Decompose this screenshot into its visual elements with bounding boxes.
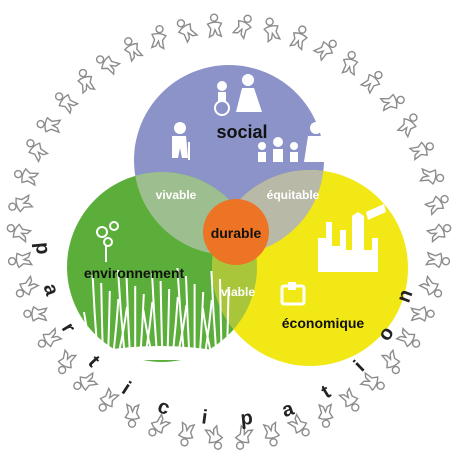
- economique-label: économique: [282, 315, 365, 331]
- grass-blade: [151, 272, 158, 353]
- person-figure-icon: [312, 39, 337, 62]
- grass-blade: [219, 278, 223, 353]
- environnement-label: environnement: [84, 265, 185, 281]
- person-figure-icon: [37, 327, 63, 348]
- person-figure-icon: [177, 420, 196, 447]
- person-figure-icon: [13, 167, 40, 187]
- person-figure-icon: [341, 50, 359, 77]
- person-figure-icon: [418, 274, 443, 298]
- person-figure-icon: [176, 19, 199, 44]
- person-figure-icon: [359, 70, 383, 95]
- person-figure-icon: [204, 424, 224, 450]
- person-figure-icon: [77, 68, 96, 95]
- grass-blade: [226, 286, 230, 353]
- participation-letter: a: [39, 281, 64, 299]
- grass-blade: [91, 274, 99, 353]
- person-figure-icon-ring: [6, 13, 452, 450]
- person-figure-icon: [7, 251, 34, 269]
- person-figure-icon: [286, 412, 310, 437]
- person-figure-icon: [288, 25, 308, 52]
- person-figure-icon: [95, 55, 122, 76]
- person-figure-icon: [231, 14, 252, 41]
- person-figure-icon: [57, 348, 78, 375]
- person-figure-icon: [36, 116, 62, 134]
- person-figure-icon: [6, 223, 33, 244]
- person-figure-icon: [26, 139, 50, 164]
- participation-letter: i: [118, 378, 135, 399]
- person-figure-icon: [73, 371, 99, 392]
- person-figure-icon: [424, 251, 451, 269]
- viable-label: viable: [221, 285, 255, 299]
- participation-letter: c: [155, 395, 173, 419]
- grass-blade: [159, 280, 164, 353]
- grass-decoration: [83, 267, 230, 360]
- city-skyline-icon: [280, 204, 386, 306]
- grass-blade: [201, 307, 212, 353]
- person-figure-icon: [317, 403, 334, 428]
- grass-blade: [112, 298, 120, 353]
- participation-letter: a: [279, 397, 297, 422]
- person-figure-icon: [423, 194, 449, 217]
- person-figure-icon: [418, 167, 445, 185]
- person-figure-icon: [408, 141, 435, 161]
- vivable-label: vivable: [156, 188, 197, 202]
- person-figure-icon: [15, 274, 40, 298]
- grass-blade: [210, 270, 218, 353]
- person-figure-icon: [396, 113, 418, 139]
- grass-blade: [204, 299, 213, 353]
- person-figure-icon: [395, 327, 421, 348]
- social-label: social: [216, 122, 267, 142]
- person-figure-icon: [54, 92, 80, 115]
- grass-blade: [117, 269, 126, 353]
- participation-letter: t: [318, 381, 335, 403]
- person-figure-icon: [8, 193, 34, 213]
- person-figure-icon: [98, 386, 121, 412]
- grass-blade: [107, 290, 111, 353]
- person-figure-icon: [150, 24, 167, 51]
- person-figure-icon: [234, 424, 254, 450]
- grass-blade: [83, 311, 93, 353]
- spiral-flower-icon: [96, 221, 119, 262]
- ground-shape: [92, 346, 226, 360]
- participation-letter: i: [350, 357, 369, 377]
- person-figure-icon: [148, 412, 172, 437]
- durable-label: durable: [211, 225, 262, 241]
- person-figure-icon: [380, 348, 401, 375]
- participation-letter: i: [200, 406, 208, 429]
- participation-letter: r: [57, 319, 80, 337]
- person-figure-icon: [410, 305, 435, 322]
- people-icon: [172, 74, 326, 162]
- grass-blade: [199, 291, 205, 353]
- person-figure-icon: [263, 17, 282, 44]
- person-figure-icon: [262, 420, 281, 447]
- person-figure-icon: [359, 371, 385, 392]
- durable-center-circle: [203, 199, 269, 265]
- participation-letter: p: [240, 407, 254, 430]
- person-figure-icon: [123, 37, 144, 63]
- equitable-label: équitable: [267, 188, 320, 202]
- grass-blade: [125, 277, 131, 353]
- participation-letter: p: [31, 241, 54, 255]
- grass-blade: [185, 275, 191, 353]
- person-figure-icon: [379, 93, 405, 112]
- grass-blade: [100, 282, 104, 353]
- person-figure-icon: [206, 13, 223, 39]
- person-figure-icon: [23, 305, 48, 322]
- grass-blade: [176, 267, 185, 353]
- person-figure-icon: [124, 403, 141, 428]
- person-figure-icon: [337, 386, 360, 412]
- person-figure-icon: [425, 223, 452, 244]
